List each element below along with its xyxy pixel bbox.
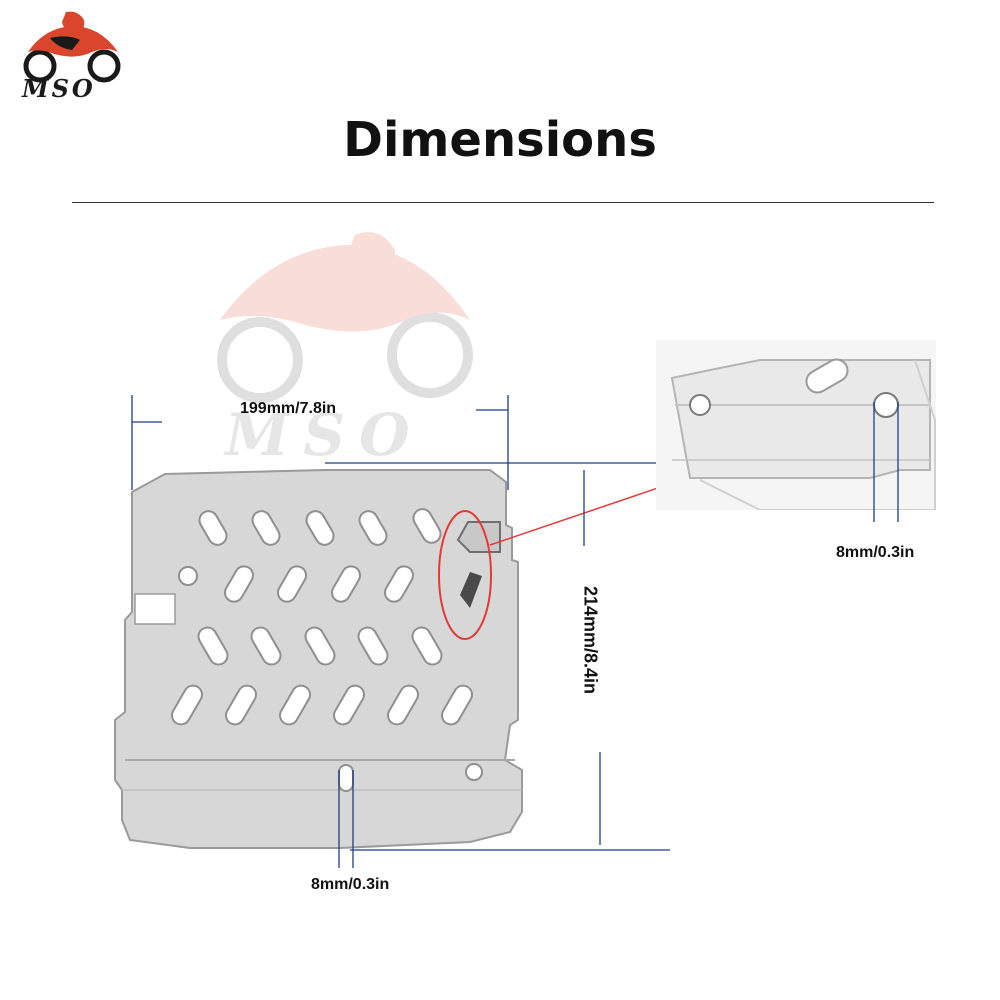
height-dimension-label: 214mm/8.4in (580, 585, 601, 695)
motorcycle-logo-icon (23, 11, 121, 83)
dimension-lines (131, 395, 899, 868)
title-divider (72, 202, 934, 203)
brand-logo (14, 8, 126, 106)
logo-text: MSO (22, 74, 96, 103)
width-dimension-label: 199mm/7.8in (240, 400, 337, 417)
hole-dimension-label: 8mm/0.3in (311, 876, 390, 893)
skid-plate (114, 469, 523, 849)
highlight-circle (438, 510, 492, 640)
page-title: Dimensions (343, 112, 657, 168)
watermark-logo-icon: MSO (217, 232, 473, 469)
watermark-text: MSO (223, 401, 424, 469)
inset-hole-dimension-label: 8mm/0.3in (836, 544, 915, 561)
inset-detail (656, 340, 936, 510)
